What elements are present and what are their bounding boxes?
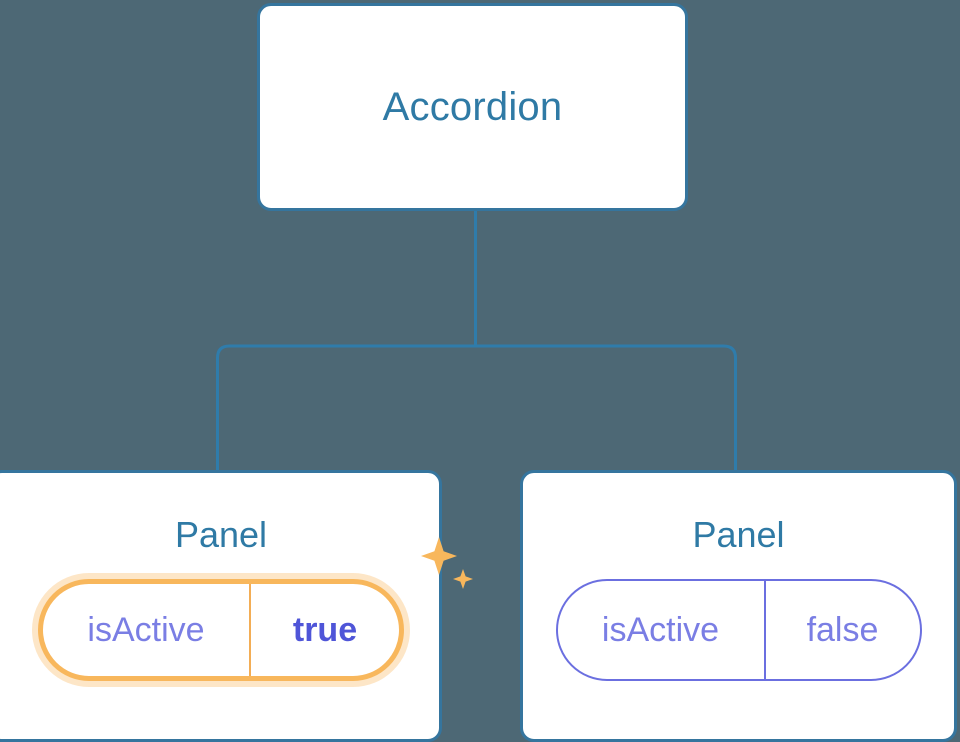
- prop-value-right: false: [806, 611, 879, 649]
- node-panel-left[interactable]: Panel isActive true: [0, 470, 473, 742]
- prop-pill-wrapper-left: isActive true: [0, 537, 473, 681]
- node-accordion-label: Accordion: [382, 85, 563, 129]
- prop-pill-isactive-false[interactable]: isActive false: [555, 579, 922, 681]
- node-panel-right[interactable]: Panel isActive false: [520, 470, 957, 742]
- prop-pill-divider-right: [763, 581, 766, 679]
- node-panel-left-label: Panel: [174, 514, 268, 555]
- prop-pill-wrapper-right: isActive false: [523, 579, 954, 681]
- prop-pill-divider-left: [249, 584, 251, 676]
- prop-key-right: isActive: [601, 611, 720, 649]
- prop-key-left: isActive: [87, 611, 205, 649]
- prop-value-left: true: [292, 611, 358, 649]
- prop-pill-isactive-true[interactable]: isActive true: [38, 579, 404, 681]
- node-panel-right-label: Panel: [692, 514, 785, 555]
- node-accordion[interactable]: Accordion: [257, 3, 688, 211]
- connector-branch-bar: [216, 344, 737, 470]
